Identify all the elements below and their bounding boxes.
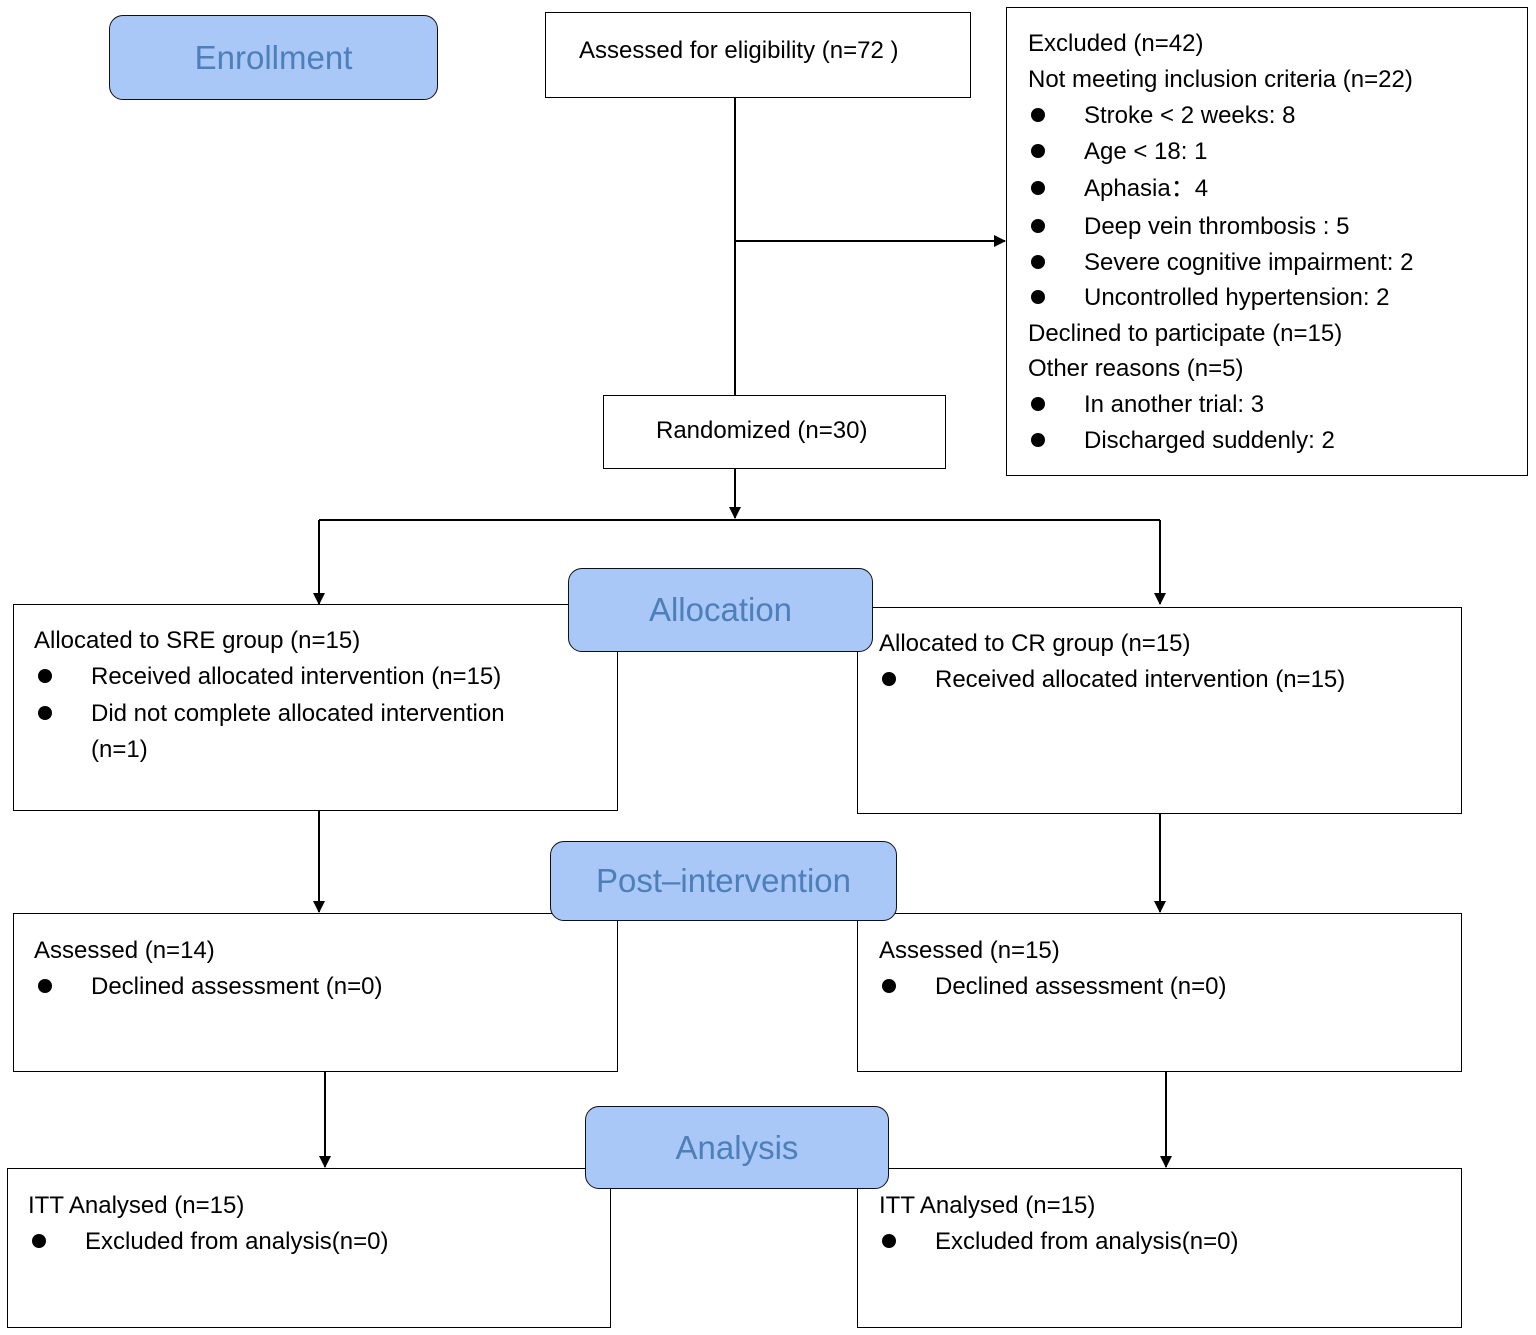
post-cr-title: Assessed (n=15): [879, 937, 1060, 964]
other-reasons: Other reasons (n=5): [1028, 355, 1244, 382]
bullet-icon: [882, 1234, 896, 1248]
allocation-sre-item-continued: (n=1): [91, 736, 148, 763]
post-intervention-stage-label: Post–intervention: [550, 841, 897, 921]
bullet-icon: [1031, 181, 1045, 195]
other-reason-item: In another trial: 3: [1084, 391, 1265, 418]
post-sre-item: Declined assessment (n=0): [91, 973, 383, 1000]
allocation-sre-item: Did not complete allocated intervention: [91, 700, 505, 727]
bullet-icon: [1031, 397, 1045, 411]
bullet-icon: [38, 706, 52, 720]
allocation-cr-box: Allocated to CR group (n=15) Received al…: [857, 607, 1462, 814]
allocation-sre-box: Allocated to SRE group (n=15) Received a…: [13, 604, 618, 811]
allocation-sre-item: Received allocated intervention (n=15): [91, 663, 502, 690]
exclusion-item: Age < 18: 1: [1084, 138, 1208, 165]
exclusion-item: Severe cognitive impairment: 2: [1084, 249, 1414, 276]
analysis-cr-box: ITT Analysed (n=15) Excluded from analys…: [857, 1168, 1462, 1328]
exclusion-item: Deep vein thrombosis : 5: [1084, 213, 1350, 240]
exclusion-item: Aphasia：4: [1084, 175, 1209, 202]
analysis-cr-title: ITT Analysed (n=15): [879, 1192, 1096, 1219]
assessed-eligibility-text: Assessed for eligibility (n=72 ): [579, 37, 899, 64]
bullet-icon: [1031, 219, 1045, 233]
post-sre-title: Assessed (n=14): [34, 937, 215, 964]
post-cr-box: Assessed (n=15) Declined assessment (n=0…: [857, 913, 1462, 1072]
assessed-eligibility-box: Assessed for eligibility (n=72 ): [545, 12, 971, 98]
bullet-icon: [1031, 255, 1045, 269]
excluded-title: Excluded (n=42): [1028, 30, 1204, 57]
bullet-icon: [1031, 433, 1045, 447]
analysis-sre-box: ITT Analysed (n=15) Excluded from analys…: [7, 1168, 611, 1328]
analysis-stage-label: Analysis: [585, 1106, 889, 1189]
allocation-stage-label: Allocation: [568, 568, 873, 652]
bullet-icon: [1031, 108, 1045, 122]
bullet-icon: [1031, 290, 1045, 304]
bullet-icon: [1031, 144, 1045, 158]
allocation-cr-title: Allocated to CR group (n=15): [879, 630, 1191, 657]
excluded-box: Excluded (n=42) Not meeting inclusion cr…: [1006, 7, 1528, 476]
other-reason-item: Discharged suddenly: 2: [1084, 427, 1335, 454]
randomized-box: Randomized (n=30): [603, 395, 946, 469]
post-sre-box: Assessed (n=14) Declined assessment (n=0…: [13, 913, 618, 1072]
analysis-sre-title: ITT Analysed (n=15): [28, 1192, 245, 1219]
bullet-icon: [32, 1234, 46, 1248]
exclusion-item: Stroke < 2 weeks: 8: [1084, 102, 1296, 129]
declined-participate: Declined to participate (n=15): [1028, 320, 1343, 347]
bullet-icon: [882, 979, 896, 993]
analysis-sre-item: Excluded from analysis(n=0): [85, 1228, 389, 1255]
allocation-cr-item: Received allocated intervention (n=15): [935, 666, 1346, 693]
enrollment-stage-label: Enrollment: [109, 15, 438, 100]
bullet-icon: [38, 669, 52, 683]
randomized-text: Randomized (n=30): [656, 417, 868, 444]
allocation-sre-title: Allocated to SRE group (n=15): [34, 627, 361, 654]
exclusion-item: Uncontrolled hypertension: 2: [1084, 284, 1390, 311]
post-cr-item: Declined assessment (n=0): [935, 973, 1227, 1000]
bullet-icon: [38, 979, 52, 993]
bullet-icon: [882, 672, 896, 686]
analysis-cr-item: Excluded from analysis(n=0): [935, 1228, 1239, 1255]
not-meeting-criteria: Not meeting inclusion criteria (n=22): [1028, 66, 1413, 93]
